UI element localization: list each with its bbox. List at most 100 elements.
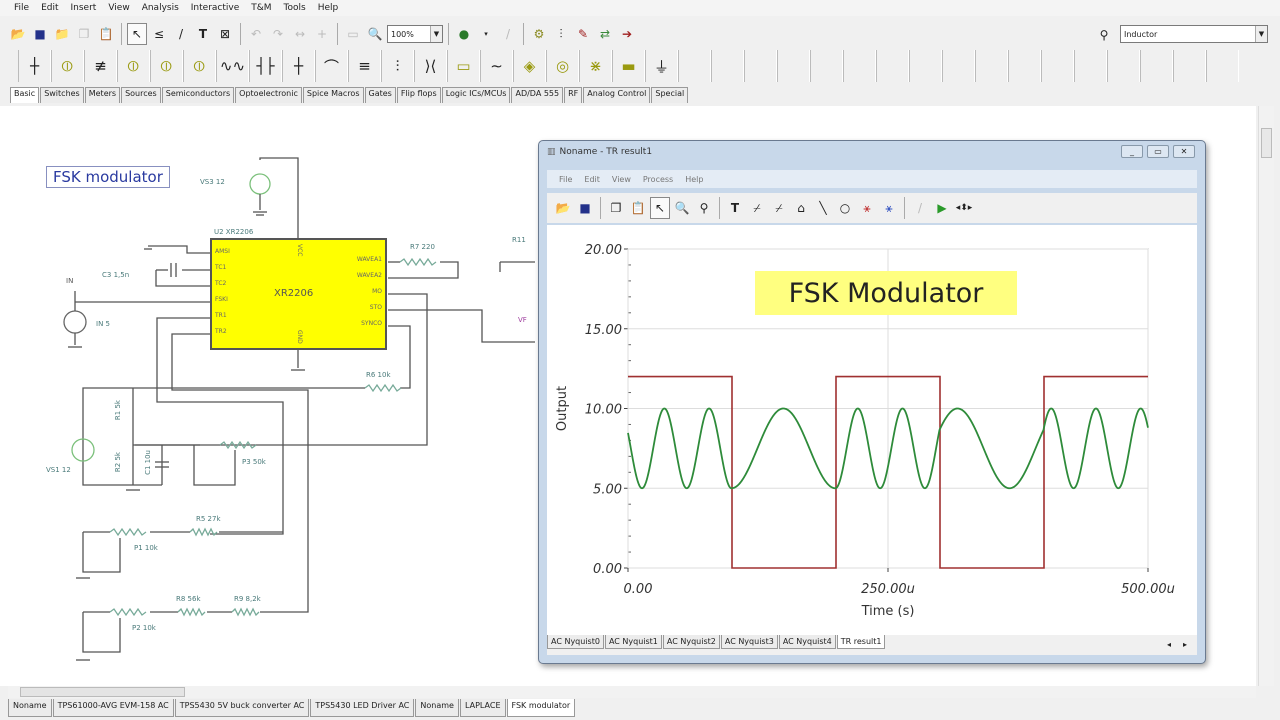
result-menu-file[interactable]: File [559, 174, 573, 184]
ground-icon[interactable]: ┼ [18, 50, 51, 82]
wire-icon[interactable]: ∼ [480, 50, 513, 82]
horizontal-scrollbar[interactable] [8, 686, 1256, 698]
palette-tab-sources[interactable]: Sources [121, 87, 161, 103]
menu-file[interactable]: File [14, 3, 30, 13]
empty-slot-icon[interactable] [1074, 50, 1107, 82]
rotate-right-icon[interactable]: ↷ [272, 27, 284, 41]
palette-tab-basic[interactable]: Basic [10, 87, 40, 103]
empty-slot-icon[interactable] [876, 50, 909, 82]
empty-slot-icon[interactable] [1206, 50, 1239, 82]
pen-icon[interactable]: / [917, 201, 923, 215]
palette-tab-rf[interactable]: RF [564, 87, 583, 103]
empty-slot-icon[interactable] [1107, 50, 1140, 82]
empty-slot-icon[interactable] [1041, 50, 1074, 82]
close-button[interactable]: ✕ [1173, 145, 1195, 158]
pen-icon[interactable]: / [178, 27, 184, 41]
mirror-icon[interactable]: ↔ [294, 27, 306, 41]
move-arrows-icon[interactable]: ◂⬍▸ [955, 203, 973, 213]
paste-icon[interactable]: 📋 [630, 201, 646, 215]
result-tab[interactable]: AC Nyquist2 [662, 635, 720, 649]
dropdown-icon[interactable]: ▾ [484, 30, 488, 38]
result-tab[interactable]: AC Nyquist0 [547, 635, 604, 649]
document-tab[interactable]: FSK modulator [506, 699, 576, 717]
document-tab[interactable]: Noname [8, 699, 52, 717]
arrow-right-icon[interactable]: ➔ [621, 27, 633, 41]
junction-icon[interactable]: ┼ [282, 50, 315, 82]
voltage-generator-icon[interactable]: ⦶ [150, 50, 183, 82]
document-tab[interactable]: TPS5430 5V buck converter AC [174, 699, 310, 717]
open-icon[interactable]: 📂 [555, 201, 571, 215]
zoom-select[interactable]: 100%▼ [387, 25, 443, 43]
result-menu-process[interactable]: Process [642, 174, 674, 184]
copy-icon[interactable]: ❐ [610, 201, 622, 215]
cursor-b-icon[interactable]: ⌿ [775, 200, 783, 215]
switch-icon[interactable]: ⫶ [381, 50, 414, 82]
result-tab[interactable]: AC Nyquist1 [604, 635, 662, 649]
palette-tab-spice-macros[interactable]: Spice Macros [302, 87, 364, 103]
palette-tab-optoelectronic[interactable]: Optoelectronic [235, 87, 302, 103]
tab-scroll-left-icon[interactable]: ◂ [1167, 640, 1172, 649]
palette-tab-semiconductors[interactable]: Semiconductors [161, 87, 235, 103]
menu-insert[interactable]: Insert [70, 3, 97, 13]
menu-view[interactable]: View [108, 3, 130, 13]
save-icon[interactable]: ■ [579, 201, 591, 215]
tab-scroll-right-icon[interactable]: ▸ [1183, 640, 1188, 649]
coupling-icon[interactable]: ⟩⟨ [414, 50, 447, 82]
document-tab[interactable]: TPS61000-AVG EVM-158 AC [52, 699, 174, 717]
vertical-scroll-thumb[interactable] [1261, 128, 1272, 158]
empty-slot-icon[interactable] [744, 50, 777, 82]
red-graph-icon[interactable]: ⚹ [863, 200, 871, 215]
inductor-icon[interactable]: ⌒ [315, 50, 348, 82]
menu-analysis[interactable]: Analysis [141, 3, 179, 13]
voltage-source-icon[interactable]: ⦶ [51, 50, 84, 82]
component-search-select[interactable]: Inductor▼ [1120, 25, 1268, 43]
empty-slot-icon[interactable] [777, 50, 810, 82]
palette-tab-special[interactable]: Special [651, 87, 689, 103]
zoom-icon[interactable]: 🔍 [367, 27, 383, 41]
rotate-left-icon[interactable]: ↶ [250, 27, 262, 41]
label-icon[interactable]: ⊠ [219, 27, 231, 41]
arrow-icon[interactable]: ⌂ [797, 201, 805, 215]
result-window-titlebar[interactable]: ▥ Noname - TR result1 [547, 147, 652, 157]
zoom-out-icon[interactable]: ⚲ [699, 201, 709, 215]
result-tab[interactable]: AC Nyquist3 [720, 635, 778, 649]
text-icon[interactable]: T [198, 27, 208, 41]
empty-slot-icon[interactable] [1173, 50, 1206, 82]
wire-icon[interactable]: ≤ [153, 27, 165, 41]
pin-icon[interactable]: ✎ [577, 27, 589, 41]
palette-tab-flip-flops[interactable]: Flip flops [396, 87, 441, 103]
minimize-button[interactable]: _ [1121, 145, 1143, 158]
battery-icon[interactable]: ≢ [84, 50, 117, 82]
copy-icon[interactable]: ❐ [78, 27, 90, 41]
zoom-in-icon[interactable]: 🔍 [674, 201, 690, 215]
blue-graph-icon[interactable]: ⚹ [885, 200, 893, 215]
empty-slot-icon[interactable] [942, 50, 975, 82]
text-icon[interactable]: T [730, 201, 740, 215]
find-component-icon[interactable]: ⚲ [1099, 28, 1109, 42]
meter-w-icon[interactable]: ⋇ [579, 50, 612, 82]
document-tab[interactable]: LAPLACE [459, 699, 506, 717]
result-tab[interactable]: AC Nyquist4 [778, 635, 836, 649]
palette-tab-meters[interactable]: Meters [84, 87, 121, 103]
menu-tools[interactable]: Tools [283, 3, 306, 13]
transformer-icon[interactable]: ≡ [348, 50, 381, 82]
add-icon[interactable]: + [316, 27, 328, 41]
analysis-icon[interactable]: ⚙ [533, 27, 545, 41]
line-icon[interactable]: ╲ [819, 201, 827, 215]
menu-tm[interactable]: T&M [251, 3, 272, 13]
document-tab[interactable]: Noname [415, 699, 459, 717]
palette-tab-gates[interactable]: Gates [364, 87, 396, 103]
result-menu-view[interactable]: View [611, 174, 631, 184]
select-arrow-icon[interactable]: ↖ [650, 197, 670, 219]
power-icon[interactable]: ⏚ [645, 50, 678, 82]
palette-tab-switches[interactable]: Switches [40, 87, 84, 103]
current-generator-icon[interactable]: ⦶ [183, 50, 216, 82]
cursor-a-icon[interactable]: ⌿ [753, 200, 761, 215]
empty-slot-icon[interactable] [843, 50, 876, 82]
result-tab[interactable]: TR result1 [836, 635, 886, 649]
horizontal-scroll-thumb[interactable] [20, 687, 185, 697]
current-source-icon[interactable]: ⦶ [117, 50, 150, 82]
meter-v-icon[interactable]: ◎ [546, 50, 579, 82]
probe-icon[interactable]: ● [458, 27, 470, 41]
open-icon[interactable]: 📂 [10, 27, 26, 41]
